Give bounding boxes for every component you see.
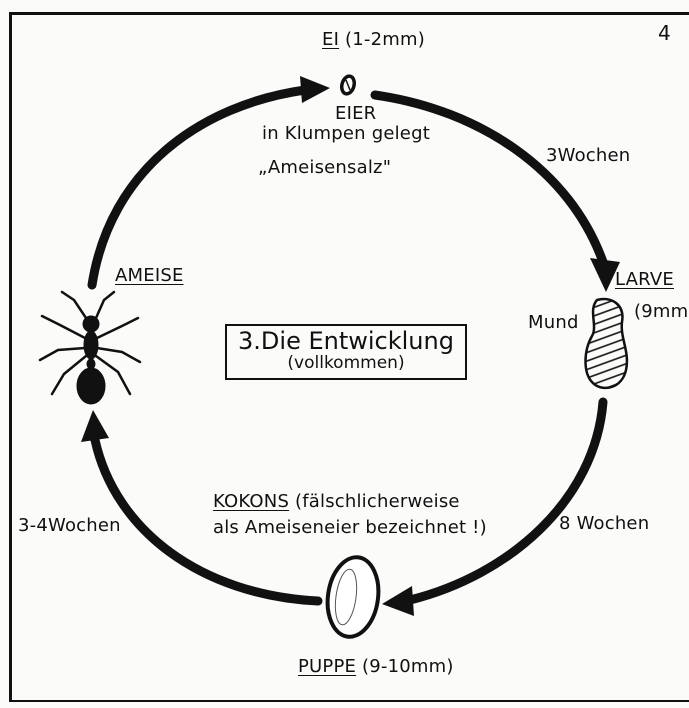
larva-mouth-label: Mund [528,313,579,334]
pupa-illustration [323,554,384,640]
egg-label-ameisensalz: „Ameisensalz" [258,158,391,179]
duration-egg-to-larva: 3Wochen [546,146,630,167]
cocoon-note-line1: KOKONS (fälschlicherweise [213,492,460,513]
diagram-subtitle: (vollkommen) [227,354,465,373]
egg-illustration [340,75,356,95]
egg-label-clumps: in Klumpen gelegt [262,124,430,145]
egg-heading: EI (1-2mm) [322,30,425,51]
page-number: 4 [658,22,671,45]
larva-illustration [586,299,627,388]
title-box: 3.Die Entwicklung (vollkommen) [225,324,467,380]
arrow-ant-to-egg [92,76,330,285]
pupa-heading: PUPPE (9-10mm) [298,657,454,678]
pupa-stage-name: PUPPE [298,656,356,677]
larva-size: (9mm) [634,302,689,323]
egg-stage-name: EI [322,29,339,50]
diagram-title: 3.Die Entwicklung [227,328,465,354]
egg-label-eier: EIER [335,104,376,125]
duration-pupa-to-ant: 3-4Wochen [18,516,121,537]
ant-illustration [40,292,140,404]
cocoon-note-text: (fälschlicherweise [295,491,460,512]
duration-larva-to-pupa: 8 Wochen [559,514,649,535]
ant-stage-name: AMEISE [115,266,184,287]
pupa-size: (9-10mm) [362,656,454,677]
cocoon-note-line2: als Ameiseneier bezeichnet !) [213,518,487,539]
cocoon-stage-name: KOKONS [213,491,289,512]
egg-size: (1-2mm) [345,29,425,50]
larva-stage-name: LARVE [615,270,674,291]
